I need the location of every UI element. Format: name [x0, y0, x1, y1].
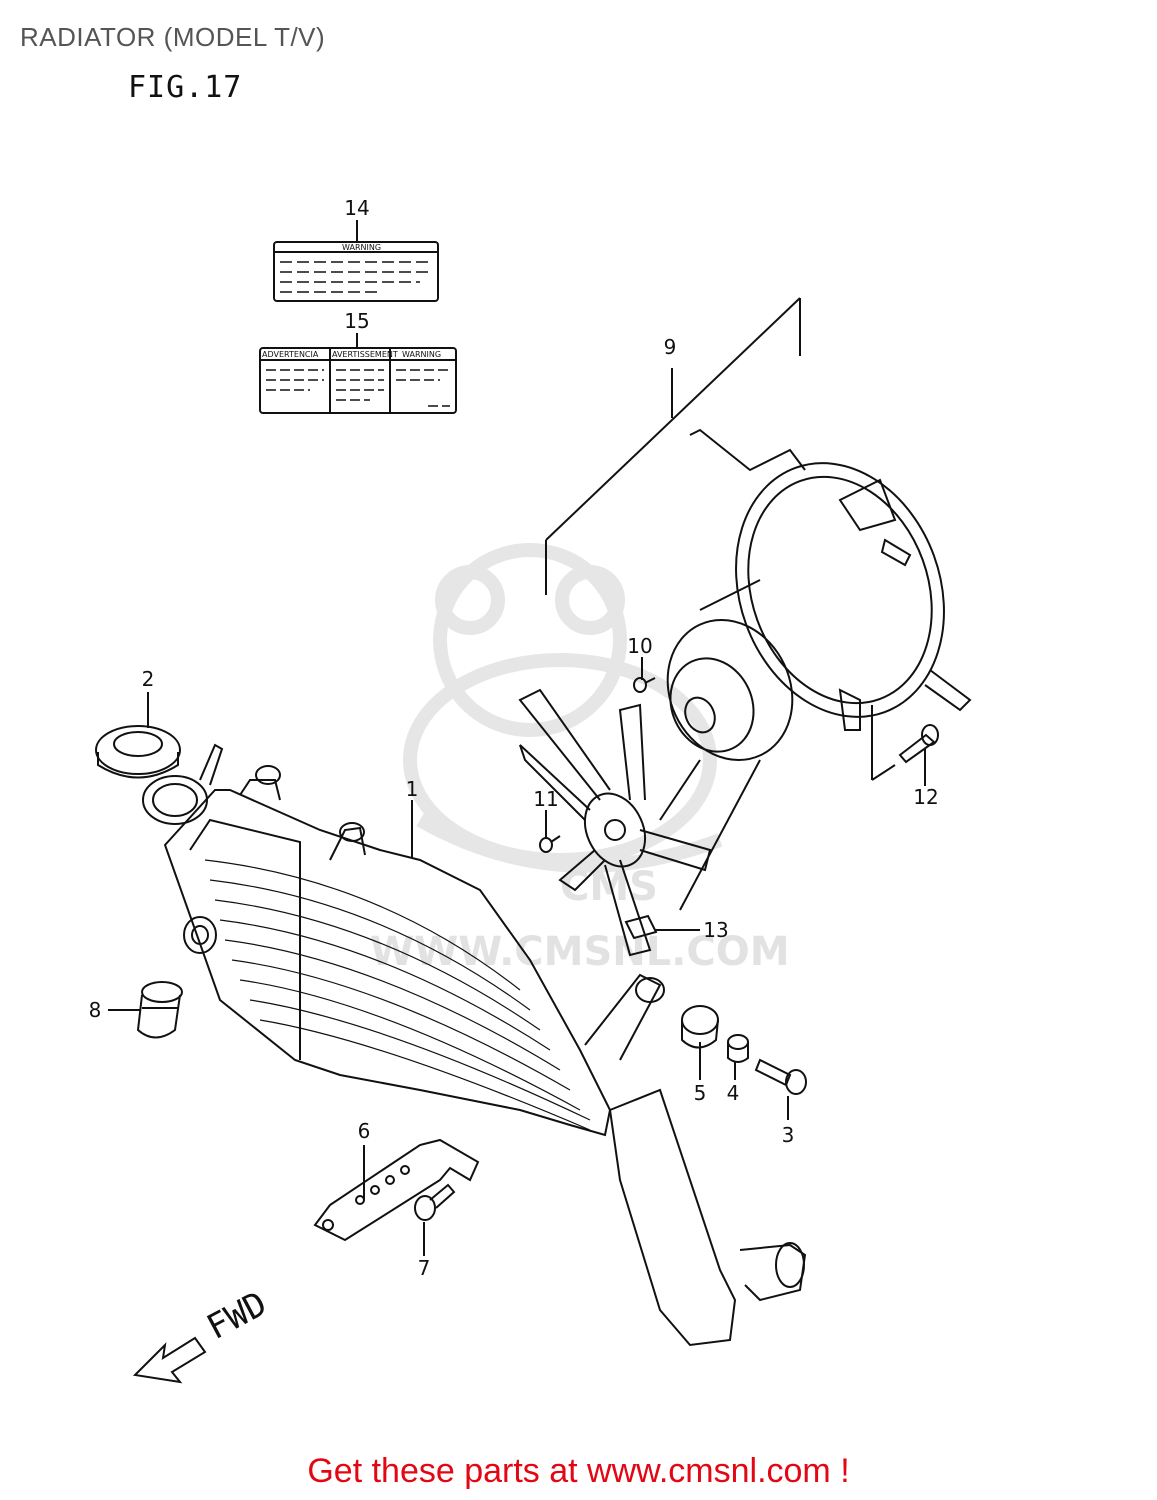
part-9-bracket — [545, 297, 801, 595]
bolt-7 — [414, 1183, 456, 1221]
fan-motor — [666, 579, 794, 762]
screw-10 — [633, 677, 656, 693]
callout-12: 12 — [913, 785, 938, 809]
callout-6: 6 — [358, 1119, 371, 1143]
bracket-6 — [313, 1138, 480, 1242]
callout-4: 4 — [727, 1081, 740, 1105]
fan-blade — [518, 688, 712, 957]
callout-2: 2 — [142, 667, 155, 691]
callout-14: 14 — [344, 196, 369, 220]
callout-1: 1 — [406, 777, 419, 801]
watermark-logo — [403, 543, 723, 873]
radiator-core — [142, 743, 807, 1347]
callout-8: 8 — [89, 998, 102, 1022]
watermark-brand: CMS — [560, 864, 658, 910]
callout-3: 3 — [782, 1123, 795, 1147]
callout-9: 9 — [664, 335, 677, 359]
temp-sensor — [136, 981, 183, 1039]
callout-11: 11 — [533, 787, 558, 811]
fan-shroud — [689, 428, 972, 731]
callout-10: 10 — [627, 634, 652, 658]
warning-label-14-heading: WARNING — [342, 243, 381, 252]
cushion — [681, 1005, 719, 1049]
callout-7: 7 — [418, 1256, 431, 1280]
diagram-title: RADIATOR (MODEL T/V) — [20, 22, 326, 52]
leader-lines — [108, 220, 926, 1256]
collar — [727, 1034, 749, 1063]
clip-13 — [624, 914, 658, 940]
warning-label-15-en: WARNING — [402, 350, 441, 359]
figure-number: FIG.17 — [128, 70, 243, 105]
callout-15: 15 — [344, 309, 369, 333]
warning-label-15-es: ADVERTENCIA — [262, 350, 319, 359]
bolt-12 — [898, 724, 939, 764]
screw-11 — [539, 835, 561, 853]
fwd-label: FWD — [200, 1284, 273, 1348]
radiator-cap — [95, 725, 181, 779]
bolt-3 — [754, 1058, 807, 1095]
callout-5: 5 — [694, 1081, 707, 1105]
footer-cta[interactable]: Get these parts at www.cmsnl.com ! — [307, 1452, 850, 1490]
callout-13: 13 — [703, 918, 728, 942]
fwd-arrow-icon — [132, 1336, 207, 1384]
warning-label-15-fr: AVERTISSEMENT — [332, 350, 398, 359]
